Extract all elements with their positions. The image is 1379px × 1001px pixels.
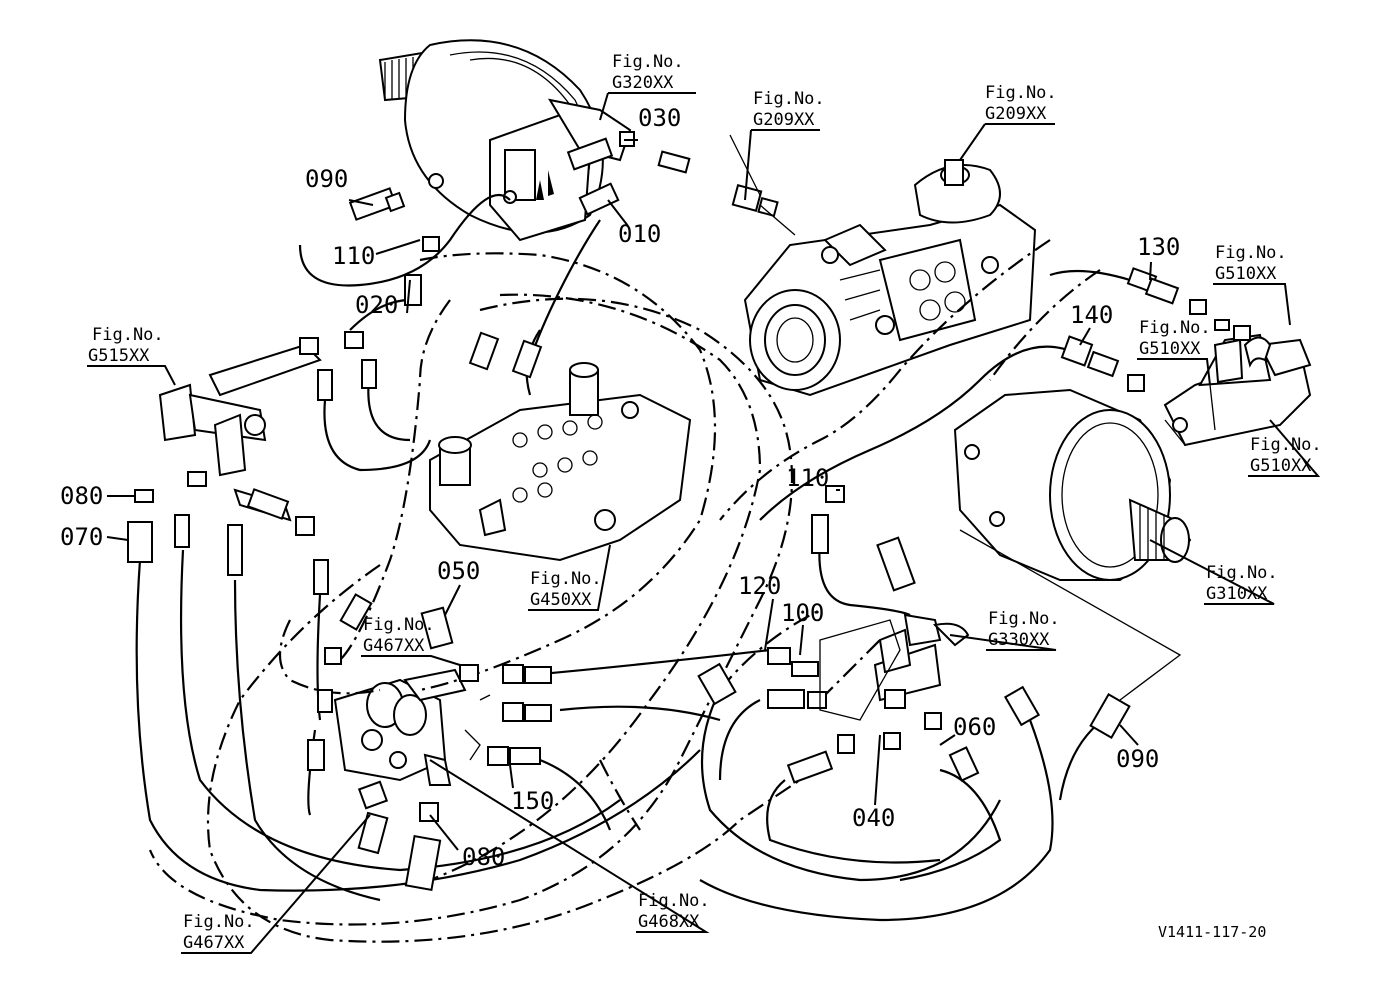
fig-ref-g510-mid-line2: G510XX — [1139, 339, 1201, 359]
hose-fittings — [127, 131, 1251, 892]
fig-ref-g467-bottom-line1: Fig.No. — [183, 912, 255, 932]
leader-lines — [87, 92, 1321, 954]
fig-ref-g320-line2: G320XX — [612, 73, 674, 93]
label-100: 100 — [781, 599, 824, 627]
fig-ref-g468-line1: Fig.No. — [638, 891, 710, 911]
hst-pump — [743, 159, 1037, 397]
fig-ref-g510-top: Fig.No. G510XX — [1215, 243, 1287, 284]
fig-ref-g330-line2: G330XX — [988, 630, 1050, 650]
fig-ref-g510-bottom-line2: G510XX — [1250, 456, 1312, 476]
fig-ref-g209-mid: Fig.No. G209XX — [753, 89, 825, 130]
fig-ref-g209-mid-line1: Fig.No. — [753, 89, 825, 109]
label-010: 010 — [618, 220, 661, 248]
fig-ref-g510-mid: Fig.No. G510XX — [1139, 318, 1211, 359]
figure-reference-labels: Fig.No. G320XX Fig.No. G209XX Fig.No. G2… — [88, 52, 1322, 953]
pilot-lines — [148, 239, 1101, 943]
fig-ref-g209-right: Fig.No. G209XX — [985, 83, 1057, 124]
fig-ref-g330-line1: Fig.No. — [988, 609, 1060, 629]
manifold-left — [158, 343, 322, 522]
label-090-top: 090 — [305, 165, 348, 193]
fig-ref-g468: Fig.No. G468XX — [638, 891, 710, 932]
fig-ref-g468-line2: G468XX — [638, 912, 700, 932]
fig-ref-g209-mid-line2: G209XX — [753, 110, 815, 130]
label-110-top: 110 — [332, 242, 375, 270]
valve-block-right — [1163, 333, 1312, 447]
fig-ref-g320-line1: Fig.No. — [612, 52, 684, 72]
fig-ref-g310: Fig.No. G310XX — [1206, 563, 1278, 604]
label-140: 140 — [1070, 301, 1113, 329]
fig-ref-g450-line1: Fig.No. — [530, 569, 602, 589]
fig-ref-g515: Fig.No. G515XX — [88, 325, 164, 366]
fig-ref-g510-bottom: Fig.No. G510XX — [1250, 435, 1322, 476]
fig-ref-g320: Fig.No. G320XX — [612, 52, 684, 93]
fig-ref-g209-right-line1: Fig.No. — [985, 83, 1057, 103]
fig-ref-g510-top-line2: G510XX — [1215, 264, 1277, 284]
fig-ref-g515-line1: Fig.No. — [92, 325, 164, 345]
label-030: 030 — [638, 104, 681, 132]
label-130: 130 — [1137, 233, 1180, 261]
label-110-right: 110 — [786, 464, 829, 492]
fig-ref-g209-right-line2: G209XX — [985, 104, 1047, 124]
label-050: 050 — [437, 557, 480, 585]
fig-ref-g515-line2: G515XX — [88, 346, 150, 366]
label-040: 040 — [852, 804, 895, 832]
fig-ref-g330: Fig.No. G330XX — [988, 609, 1060, 650]
fig-ref-g310-line2: G310XX — [1206, 584, 1268, 604]
tee-block — [873, 613, 970, 709]
pilot-valve — [333, 668, 467, 786]
control-valve — [429, 362, 692, 562]
fig-ref-g510-mid-line1: Fig.No. — [1139, 318, 1211, 338]
fig-ref-g510-top-line1: Fig.No. — [1215, 243, 1287, 263]
fig-ref-g467-bottom-line2: G467XX — [183, 933, 245, 953]
fig-ref-g450-line2: G450XX — [530, 590, 592, 610]
label-080-left: 080 — [60, 482, 103, 510]
label-080-bottom: 080 — [462, 843, 505, 871]
drawing-code: V1411-117-20 — [1158, 923, 1266, 941]
fig-ref-g510-bottom-line1: Fig.No. — [1250, 435, 1322, 455]
part-number-labels: 090 030 010 110 020 130 140 080 070 110 … — [60, 104, 1180, 871]
fig-ref-g467-mid-line2: G467XX — [363, 636, 425, 656]
label-020: 020 — [355, 291, 398, 319]
travel-motor-right — [953, 388, 1192, 581]
label-070: 070 — [60, 523, 103, 551]
fig-ref-g450: Fig.No. G450XX — [530, 569, 602, 610]
label-090-right: 090 — [1116, 745, 1159, 773]
fig-ref-g467-bottom: Fig.No. G467XX — [183, 912, 255, 953]
label-150: 150 — [511, 787, 554, 815]
label-060: 060 — [953, 713, 996, 741]
travel-motor-left — [378, 39, 632, 242]
label-120: 120 — [738, 572, 781, 600]
fig-ref-g467-mid-line1: Fig.No. — [363, 615, 435, 635]
fig-ref-g310-line1: Fig.No. — [1206, 563, 1278, 583]
fig-ref-g467-mid: Fig.No. G467XX — [363, 615, 435, 656]
